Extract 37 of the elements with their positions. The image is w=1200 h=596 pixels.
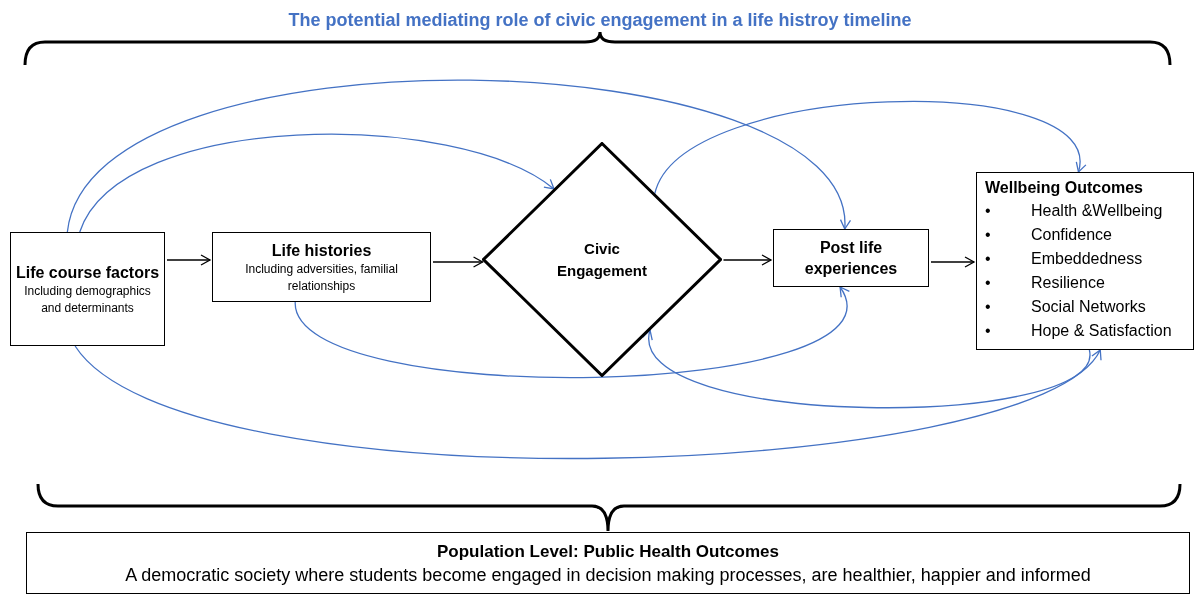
process-box	[773, 229, 929, 287]
arrow	[74, 345, 1101, 459]
bullet: •	[985, 201, 991, 221]
list-item: Confidence	[1031, 225, 1112, 245]
arrow	[79, 133, 555, 233]
arrow	[654, 101, 1084, 195]
arrow	[432, 256, 484, 268]
node-title: Post life experiences	[803, 238, 899, 279]
list-item: Embeddedness	[1031, 249, 1143, 269]
outcome-box	[26, 532, 1190, 594]
arrow	[645, 329, 1090, 409]
node-title: Wellbeing Outcomes	[985, 178, 1144, 198]
arrow	[294, 286, 848, 379]
arrow	[930, 256, 975, 268]
bullet: •	[985, 249, 991, 269]
node-title: Life histories	[271, 240, 372, 261]
bullet: •	[985, 297, 991, 317]
node-title: Civic Engagement	[557, 238, 647, 281]
bullet: •	[985, 321, 991, 341]
node-description: Including adversities, familial relationships	[244, 260, 399, 295]
arrow	[166, 254, 211, 266]
outcome-box	[976, 172, 1194, 350]
bullet: •	[985, 225, 991, 245]
list-item: Hope & Satisfaction	[1031, 321, 1172, 341]
list-item: Health &Wellbeing	[1031, 201, 1163, 221]
node-description: Including demographics and determinants	[23, 282, 152, 317]
list-item: Social Networks	[1031, 297, 1146, 317]
list-item: Resilience	[1031, 273, 1105, 293]
arrow	[722, 254, 772, 266]
node-title: Life course factors	[15, 262, 160, 283]
process-box	[212, 232, 431, 302]
node-description: A democratic society where students become engaged in decision making processes, are healthier, happier and informed	[125, 564, 1091, 587]
node-title: Population Level: Public Health Outcomes	[437, 541, 779, 563]
diagram-title: The potential mediating role of civic engagement in a life histroy timeline	[287, 9, 913, 32]
arrow	[66, 79, 848, 233]
process-box	[10, 232, 165, 346]
bullet: •	[985, 273, 991, 293]
